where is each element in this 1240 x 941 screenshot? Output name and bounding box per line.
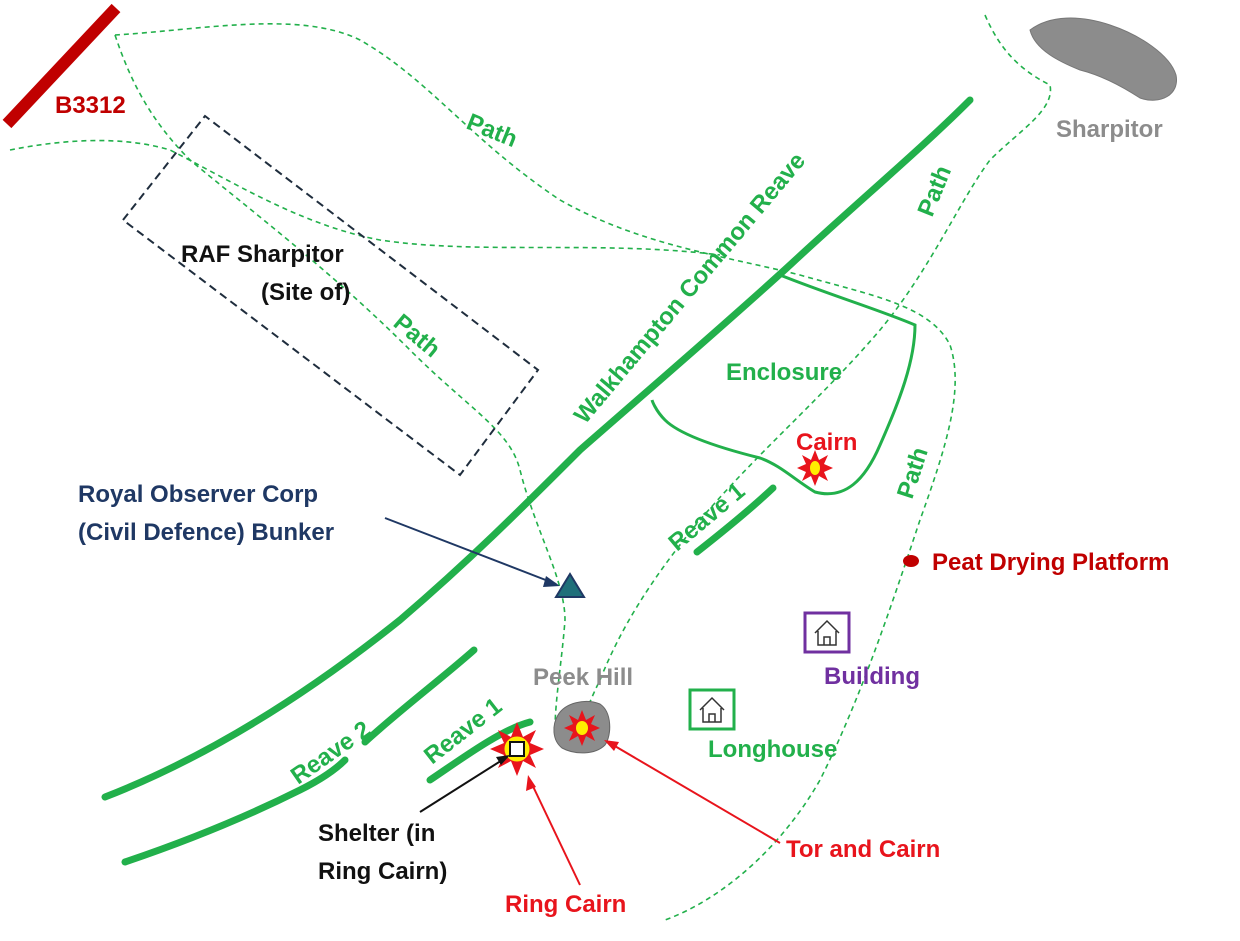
path-left: [9, 139, 721, 256]
peat-platform-marker: [903, 555, 919, 567]
path-top: [114, 23, 956, 921]
road-b3312: [2, 3, 121, 129]
ring-cairn-arrowhead: [526, 775, 536, 791]
shelter-arrow: [419, 756, 508, 813]
bunker-label-sub: (Civil Defence) Bunker: [78, 519, 334, 546]
road-label: B3312: [55, 92, 126, 119]
shelter-icon: [509, 741, 525, 757]
bunker-label: Royal Observer Corp: [78, 481, 318, 508]
tor-cairn-label: Tor and Cairn: [786, 836, 940, 863]
ring-cairn-label: Ring Cairn: [505, 891, 626, 918]
building-label: Building: [824, 663, 920, 690]
longhouse-icon: [688, 688, 736, 731]
raf-label: RAF Sharpitor: [181, 241, 344, 268]
tor-cairn-arrowhead: [604, 740, 619, 751]
enclosure-label: Enclosure: [726, 359, 842, 386]
ring-cairn-icon: [490, 722, 544, 776]
walkhampton-common-reave: [101, 96, 974, 801]
path-sharpitor: [579, 14, 1052, 726]
reave-1-lower: [426, 718, 534, 784]
reave-2-label: Reave 2: [286, 716, 376, 790]
reave-1-upper: [693, 484, 777, 556]
reave-main-label: Walkhampton Common Reave: [569, 148, 811, 429]
reave-2-upper: [361, 646, 478, 746]
path-label: Path: [463, 109, 521, 154]
peat-label: Peat Drying Platform: [932, 549, 1169, 576]
shelter-label-sub: Ring Cairn): [318, 858, 447, 885]
sharpitor-label: Sharpitor: [1056, 116, 1163, 143]
bunker-arrowhead: [543, 576, 560, 587]
tor-cairn-icon: [564, 710, 600, 746]
path-label: Path: [913, 162, 958, 220]
cairn-label: Cairn: [796, 429, 857, 456]
path-label: Path: [388, 309, 445, 363]
shelter-arrowhead: [496, 755, 510, 765]
tor-cairn-arrow: [607, 741, 781, 844]
sharpitor-outcrop: [1029, 17, 1177, 101]
peek-hill-label: Peek Hill: [533, 664, 633, 691]
ring-cairn-arrow: [529, 779, 581, 886]
raf-label-sub: (Site of): [261, 279, 350, 306]
longhouse-label: Longhouse: [708, 736, 837, 763]
building-icon: [803, 611, 851, 654]
enclosure-boundary: [650, 273, 917, 496]
path-diagonal: [114, 34, 566, 731]
cairn-icon: [797, 450, 833, 486]
raf-site-boundary: [121, 114, 540, 477]
bunker-triangle-icon: [554, 572, 586, 598]
path-label: Path: [892, 444, 934, 502]
bunker-arrow: [384, 517, 557, 585]
shelter-label: Shelter (in: [318, 820, 435, 847]
reave-2-lower: [121, 756, 349, 866]
